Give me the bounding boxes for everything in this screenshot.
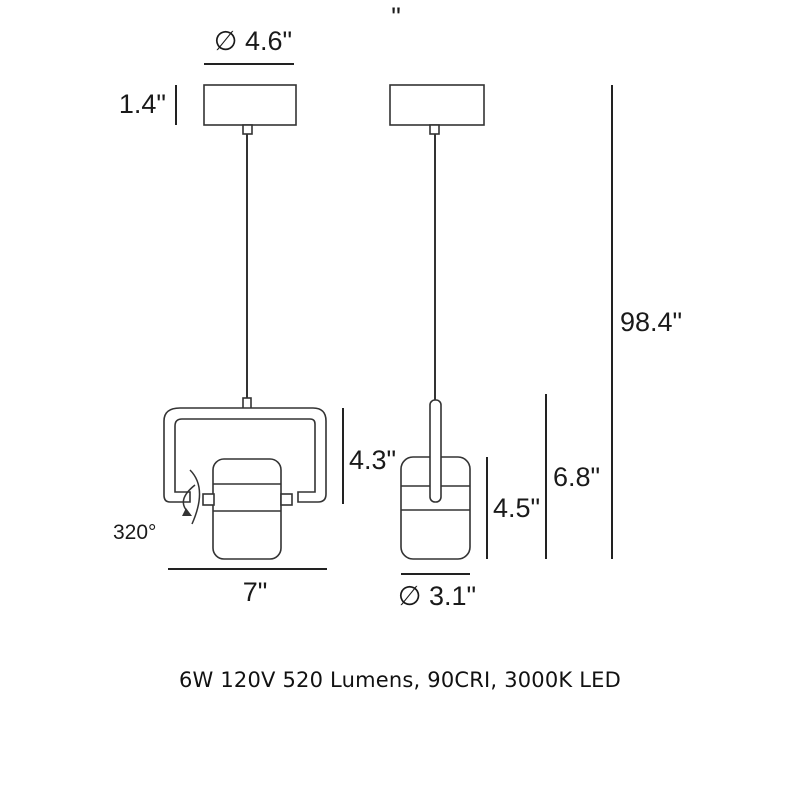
side-canopy-connector — [429, 124, 440, 135]
stray-quote-mark: " — [391, 2, 401, 32]
shade-height-label: 4.5" — [493, 493, 540, 523]
front-pivot-left — [202, 493, 215, 506]
rotation-arrow-arc2 — [189, 469, 201, 525]
frame-width-label: 7" — [243, 577, 268, 607]
fixture-height-label: 6.8" — [553, 462, 600, 492]
rotation-label: 320° — [113, 521, 156, 544]
rotation-arrow-head — [182, 508, 192, 516]
canopy-height-label: 1.4" — [119, 89, 166, 119]
front-view — [163, 63, 344, 570]
frame-height-label: 4.3" — [349, 445, 396, 475]
front-pivot-right — [280, 493, 293, 506]
side-canopy — [389, 84, 485, 126]
canopy-diameter-label: ∅ 4.6" — [214, 26, 292, 56]
overall-height-label: 98.4" — [620, 307, 682, 337]
spec-line: 6W 120V 520 Lumens, 90CRI, 3000K LED — [178, 668, 622, 692]
side-view — [389, 84, 613, 575]
front-frame — [163, 407, 327, 503]
side-frame-arm — [429, 399, 442, 503]
shade-diameter-label: ∅ 3.1" — [398, 581, 476, 611]
front-canopy — [203, 84, 297, 126]
front-shade — [212, 458, 282, 560]
front-canopy-connector — [242, 124, 253, 135]
